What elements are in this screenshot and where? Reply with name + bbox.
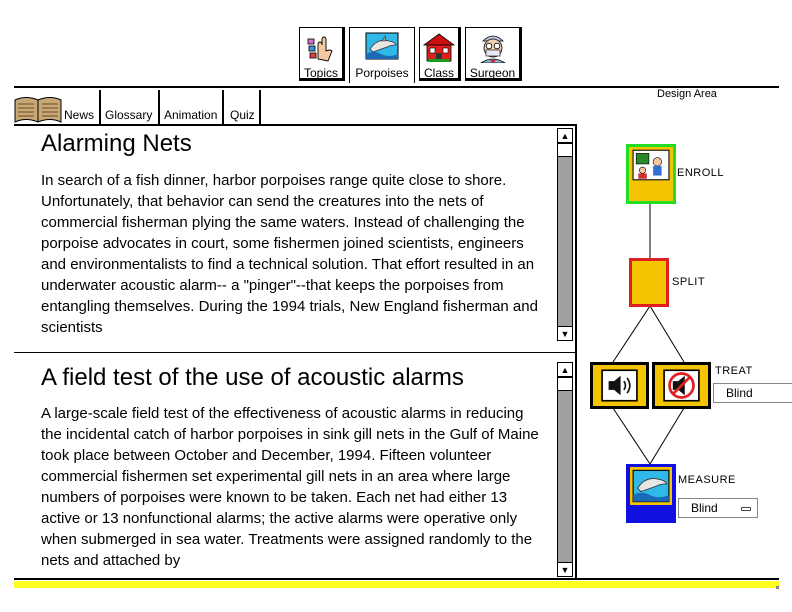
hand-pointing-icon — [307, 36, 333, 62]
article2-scroll-thumb[interactable] — [558, 377, 572, 391]
tab-news[interactable]: News — [64, 90, 101, 124]
design-area-divider — [575, 124, 577, 579]
chevron-down-icon — [741, 507, 751, 511]
article2-body: A large-scale field test of the effectiv… — [41, 405, 539, 569]
enroll-label: ENROLL — [677, 167, 725, 179]
tab-animation[interactable]: Animation — [164, 90, 224, 124]
topics-label: Topics — [303, 66, 338, 80]
tab-quiz-label: Quiz — [230, 108, 255, 122]
treat-alarm-off-node[interactable] — [652, 362, 711, 409]
tab-animation-label: Animation — [164, 108, 218, 122]
measure-blind-select[interactable]: Blind — [678, 498, 758, 518]
surgeon-label: Surgeon — [469, 66, 516, 80]
measure-node[interactable] — [626, 464, 676, 523]
bottom-rule — [14, 578, 779, 580]
status-bar — [14, 581, 779, 588]
split-node[interactable] — [629, 258, 669, 307]
class-label: Class — [423, 66, 454, 80]
design-area-title: Design Area — [657, 88, 717, 100]
porpoises-label: Porpoises — [355, 66, 409, 80]
article1-scroll-down[interactable]: ▼ — [558, 326, 572, 340]
article1-scroll-up[interactable]: ▲ — [558, 129, 572, 143]
article1-scrollbar[interactable]: ▲ ▼ — [557, 128, 573, 341]
tab-glossary-label: Glossary — [105, 108, 153, 122]
porpoises-tab-button[interactable]: Porpoises — [349, 27, 415, 83]
tab-glossary[interactable]: Glossary — [105, 90, 160, 124]
split-label: SPLIT — [672, 276, 706, 288]
article2-title: A field test of the use of acoustic alar… — [41, 364, 464, 391]
article1-title: Alarming Nets — [41, 130, 192, 157]
book-icon — [14, 97, 62, 123]
article1-body: In search of a fish dinner, harbor porpo… — [41, 172, 538, 336]
surgeon-button[interactable]: Surgeon — [465, 27, 522, 81]
treat-blind-select[interactable]: Blind — [713, 383, 792, 403]
enroll-node[interactable] — [626, 144, 676, 204]
resize-handle[interactable] — [776, 586, 779, 589]
toolbar-divider — [14, 86, 779, 88]
class-button[interactable]: Class — [419, 27, 461, 81]
tab-quiz[interactable]: Quiz — [230, 90, 261, 124]
pane-divider — [14, 352, 576, 353]
treat-alarm-on-node[interactable] — [590, 362, 649, 409]
article2-scrollbar[interactable]: ▲ ▼ — [557, 362, 573, 577]
porpoise-icon — [632, 469, 670, 503]
classroom-icon — [632, 149, 670, 181]
article2-scroll-up[interactable]: ▲ — [558, 363, 572, 377]
speaker-muted-icon — [663, 369, 700, 402]
design-flow-connectors — [612, 202, 685, 465]
schoolhouse-icon — [422, 33, 456, 62]
treat-blind-value: Blind — [726, 386, 753, 400]
tab-news-label: News — [64, 108, 95, 122]
article2-scroll-down[interactable]: ▼ — [558, 562, 572, 576]
measure-label: MEASURE — [678, 474, 736, 486]
tabs-baseline — [14, 124, 576, 126]
topics-button[interactable]: Topics — [299, 27, 345, 81]
article1-scroll-thumb[interactable] — [558, 143, 572, 157]
surgeon-icon — [479, 35, 506, 63]
treat-label: TREAT — [715, 365, 753, 377]
measure-blind-value: Blind — [691, 501, 718, 515]
speaker-on-icon — [601, 369, 638, 402]
porpoise-icon — [365, 32, 399, 60]
